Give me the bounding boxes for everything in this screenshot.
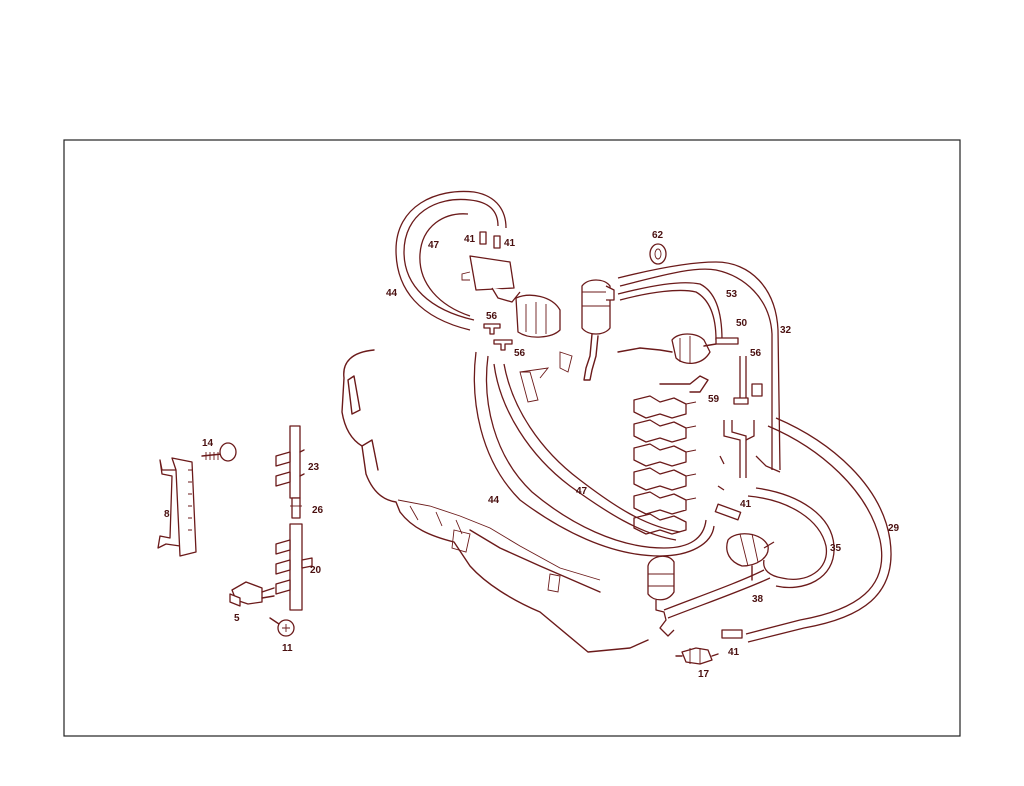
part-label: 17 bbox=[698, 669, 710, 680]
vacuum-line-29 bbox=[745, 417, 892, 643]
part-label: 23 bbox=[308, 462, 320, 473]
screw-14 bbox=[201, 442, 237, 462]
part-label: 41 bbox=[728, 647, 740, 658]
part-label: 41 bbox=[504, 238, 516, 249]
distributor-20 bbox=[275, 523, 313, 611]
vacuum-lines-44-47-middle bbox=[473, 351, 715, 557]
vacuum-element-upper bbox=[461, 255, 561, 338]
t-piece-56-upper bbox=[483, 323, 513, 351]
switchover-valve-5 bbox=[229, 581, 275, 607]
tube-piece-50 bbox=[715, 337, 739, 345]
connector-41-mid-right bbox=[714, 503, 742, 521]
non-return-valve-17 bbox=[675, 647, 719, 665]
part-label: 41 bbox=[740, 499, 752, 510]
connector-41-lower bbox=[721, 629, 743, 639]
part-label: 41 bbox=[464, 234, 476, 245]
part-label: 56 bbox=[514, 348, 526, 359]
part-label: 26 bbox=[312, 505, 324, 516]
fuel-tank-outline bbox=[341, 349, 649, 653]
part-label: 50 bbox=[736, 318, 748, 329]
t-pieces-56-59-right bbox=[733, 356, 763, 405]
part-label: 11 bbox=[282, 643, 293, 654]
part-label: 47 bbox=[428, 240, 440, 251]
part-labels: 47 41 41 44 62 53 32 50 56 56 56 59 14 2… bbox=[164, 230, 900, 680]
fork-connectors-right bbox=[717, 420, 781, 491]
vacuum-lines-upper-right bbox=[617, 261, 781, 471]
vacuum-unit-lower-right bbox=[726, 533, 775, 581]
part-label: 8 bbox=[164, 509, 170, 520]
vacuum-line-38 bbox=[663, 569, 771, 619]
part-label: 56 bbox=[486, 311, 498, 322]
switchover-valve-block bbox=[633, 375, 709, 535]
part-label: 59 bbox=[708, 394, 720, 405]
part-label: 29 bbox=[888, 523, 900, 534]
part-label: 53 bbox=[726, 289, 738, 300]
part-label: 47 bbox=[576, 486, 588, 497]
part-label: 38 bbox=[752, 594, 764, 605]
vacuum-line-loop-upper-left bbox=[395, 190, 507, 331]
part-label: 14 bbox=[202, 438, 214, 449]
part-label: 62 bbox=[652, 230, 664, 241]
part-label: 56 bbox=[750, 348, 762, 359]
part-label: 5 bbox=[234, 613, 240, 624]
connector-26 bbox=[290, 497, 302, 519]
part-label: 35 bbox=[830, 543, 842, 554]
part-label: 32 bbox=[780, 325, 792, 336]
part-label: 44 bbox=[386, 288, 398, 299]
vacuum-line-35 bbox=[747, 487, 835, 589]
grommet-62 bbox=[649, 243, 667, 265]
diagram-frame bbox=[63, 139, 961, 737]
part-label: 20 bbox=[310, 565, 322, 576]
pressure-reservoir-lower bbox=[647, 555, 675, 637]
vacuum-reservoir-upper-middle bbox=[581, 279, 615, 381]
screw-11 bbox=[269, 617, 295, 637]
distributor-23 bbox=[275, 425, 305, 499]
vacuum-unit-middle bbox=[617, 333, 717, 364]
bracket-8 bbox=[157, 457, 197, 557]
valve-row bbox=[633, 395, 687, 535]
connector-41-upper-left bbox=[479, 231, 501, 249]
part-label: 44 bbox=[488, 495, 500, 506]
